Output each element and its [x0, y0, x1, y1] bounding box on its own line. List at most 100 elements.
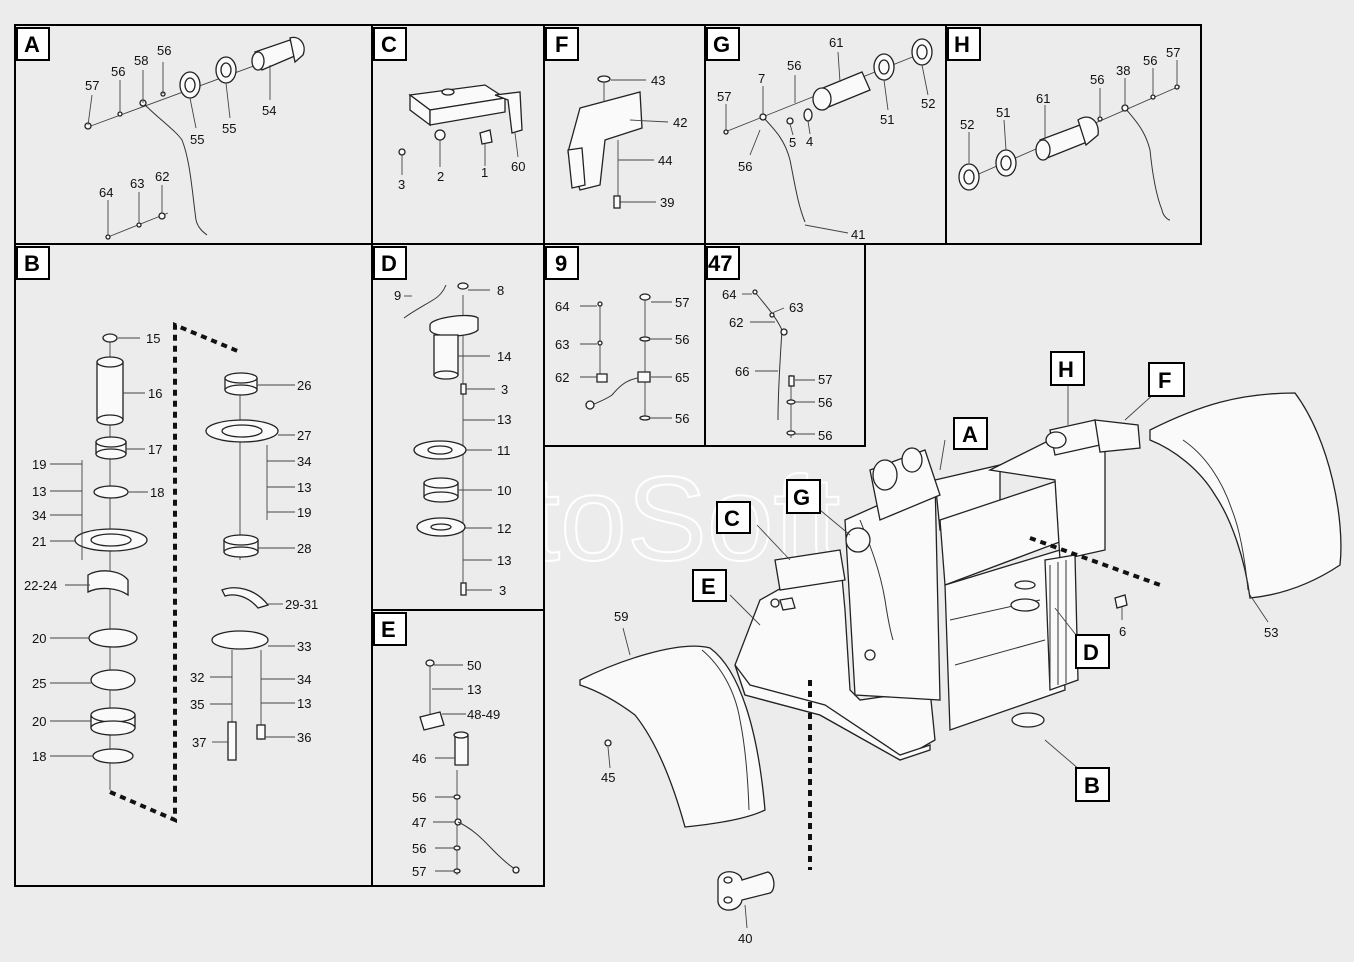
- callout-d: D: [1083, 640, 1099, 665]
- label-main-53: 53: [1264, 625, 1278, 640]
- panel-title-c: C: [381, 32, 397, 57]
- label-a-58: 58: [134, 53, 148, 68]
- right-fender: [1149, 392, 1342, 599]
- label-b-19b: 19: [297, 505, 311, 520]
- label-d-14: 14: [497, 349, 511, 364]
- panel-title-e: E: [381, 617, 396, 642]
- label-d-9: 9: [394, 288, 401, 303]
- label-a-57: 57: [85, 78, 99, 93]
- label-b-29-31: 29-31: [285, 597, 318, 612]
- label-main-40: 40: [738, 931, 752, 946]
- label-d-3b: 3: [499, 583, 506, 598]
- panel-d-labels: 9 8 14 3 13 11 10 12 13 3: [394, 283, 511, 598]
- label-47-63: 63: [789, 300, 803, 315]
- label-main-45: 45: [601, 770, 615, 785]
- label-g-61: 61: [829, 35, 843, 50]
- label-b-26: 26: [297, 378, 311, 393]
- label-e-50: 50: [467, 658, 481, 673]
- label-f-44: 44: [658, 153, 672, 168]
- label-h-52: 52: [960, 117, 974, 132]
- label-c-60: 60: [511, 159, 525, 174]
- callout-b: B: [1084, 773, 1100, 798]
- panel-47-drawing: [742, 289, 815, 438]
- panel-f-labels: 43 42 44 39: [651, 73, 687, 210]
- label-h-61: 61: [1036, 91, 1050, 106]
- label-b-20a: 20: [32, 631, 46, 646]
- panel-title-boxes: A C F G H B D 9 47 E: [16, 27, 981, 646]
- label-a-55b: 55: [222, 121, 236, 136]
- label-c-1: 1: [481, 165, 488, 180]
- label-a-63: 63: [130, 176, 144, 191]
- label-g-51: 51: [880, 112, 894, 127]
- label-b-13b: 13: [297, 480, 311, 495]
- label-d-13a: 13: [497, 412, 511, 427]
- panel-title-g: G: [713, 32, 730, 57]
- label-47-56a: 56: [818, 395, 832, 410]
- panel-b-drawing: [50, 322, 295, 824]
- label-47-57: 57: [818, 372, 832, 387]
- label-e-56b: 56: [412, 841, 426, 856]
- callout-f: F: [1158, 368, 1171, 393]
- label-b-15: 15: [146, 331, 160, 346]
- label-b-34: 34: [32, 508, 46, 523]
- panel-g-drawing: [723, 38, 933, 234]
- label-b-20b: 20: [32, 714, 46, 729]
- panel-a-drawing: [84, 36, 305, 240]
- panel-title-b: B: [24, 251, 40, 276]
- panel-title-h: H: [954, 32, 970, 57]
- panel-a-labels: 57 56 58 56 54 55 55 64 63 62: [85, 43, 276, 200]
- label-9-62: 62: [555, 370, 569, 385]
- label-47-64: 64: [722, 287, 736, 302]
- label-g-57: 57: [717, 89, 731, 104]
- main-assembly: [579, 385, 1342, 929]
- label-b-17: 17: [148, 442, 162, 457]
- panel-h-drawing: [958, 60, 1181, 221]
- callout-c: C: [724, 506, 740, 531]
- label-h-57: 57: [1166, 45, 1180, 60]
- label-e-13: 13: [467, 682, 481, 697]
- label-b-28: 28: [297, 541, 311, 556]
- main-labels: 53 6 59 45 40: [601, 609, 1278, 946]
- callout-a: A: [962, 422, 978, 447]
- panel-9-drawing: [580, 293, 672, 421]
- label-b-21: 21: [32, 534, 46, 549]
- panel-title-47: 47: [708, 251, 732, 276]
- label-g-5: 5: [789, 135, 796, 150]
- label-47-62: 62: [729, 315, 743, 330]
- label-f-43: 43: [651, 73, 665, 88]
- label-a-64: 64: [99, 185, 113, 200]
- label-9-56b: 56: [675, 411, 689, 426]
- label-f-39: 39: [660, 195, 674, 210]
- panel-h-labels: 52 51 61 56 38 56 57: [960, 45, 1180, 132]
- label-h-56a: 56: [1090, 72, 1104, 87]
- panel-c-labels: 3 2 1 60: [398, 159, 525, 192]
- label-d-12: 12: [497, 521, 511, 536]
- label-9-65: 65: [675, 370, 689, 385]
- label-47-56b: 56: [818, 428, 832, 443]
- label-main-6: 6: [1119, 624, 1126, 639]
- label-e-56a: 56: [412, 790, 426, 805]
- label-a-55a: 55: [190, 132, 204, 147]
- label-e-57: 57: [412, 864, 426, 879]
- left-fender: [579, 645, 766, 828]
- label-g-7: 7: [758, 71, 765, 86]
- label-e-47: 47: [412, 815, 426, 830]
- label-d-11: 11: [497, 443, 511, 458]
- label-a-56b: 56: [157, 43, 171, 58]
- label-b-19: 19: [32, 457, 46, 472]
- label-b-13: 13: [32, 484, 46, 499]
- label-b-18b: 18: [32, 749, 46, 764]
- panel-e-drawing: [419, 659, 520, 875]
- panel-title-d: D: [381, 251, 397, 276]
- callout-h: H: [1058, 357, 1074, 382]
- label-b-13c: 13: [297, 696, 311, 711]
- label-d-8: 8: [497, 283, 504, 298]
- label-9-56a: 56: [675, 332, 689, 347]
- label-a-54: 54: [262, 103, 276, 118]
- label-h-51: 51: [996, 105, 1010, 120]
- panel-e-labels: 50 13 48-49 46 56 47 56 57: [412, 658, 500, 879]
- label-d-13b: 13: [497, 553, 511, 568]
- panel-g-labels: 57 7 56 61 52 51 5 4 56 41: [717, 35, 935, 242]
- label-b-33: 33: [297, 639, 311, 654]
- label-h-38: 38: [1116, 63, 1130, 78]
